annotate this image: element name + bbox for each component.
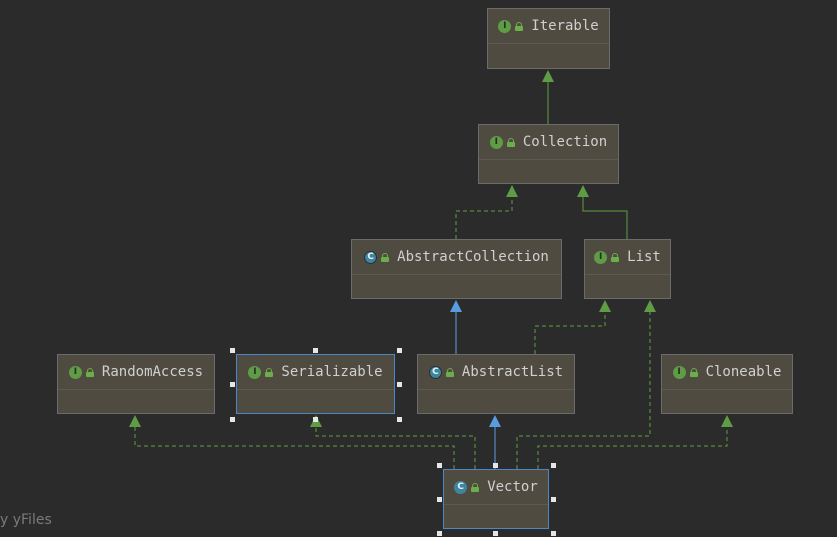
public-lock-icon — [689, 368, 698, 377]
resize-handle[interactable] — [313, 417, 318, 422]
resize-handle[interactable] — [230, 348, 235, 353]
arrowhead — [506, 185, 518, 197]
resize-handle[interactable] — [437, 497, 442, 502]
arrowhead — [542, 70, 554, 82]
class-icon: C — [454, 480, 468, 494]
edge-abstractlist-implements-list[interactable] — [534, 300, 611, 354]
interface-icon: I — [68, 365, 82, 379]
public-lock-icon — [515, 22, 524, 31]
public-lock-icon — [471, 483, 480, 492]
yfiles-watermark: y yFiles — [0, 512, 52, 528]
edge-collection-extends-iterable[interactable] — [542, 70, 554, 124]
interface-icon: I — [594, 250, 608, 264]
resize-handle[interactable] — [313, 348, 318, 353]
edge-list-extends-collection[interactable] — [577, 185, 628, 239]
arrowhead — [577, 185, 589, 197]
node-list[interactable]: I List — [584, 239, 671, 299]
interface-icon: I — [489, 135, 503, 149]
resize-handle[interactable] — [493, 531, 498, 536]
node-vector[interactable]: C Vector — [443, 469, 549, 529]
node-serializable[interactable]: I Serializable — [236, 354, 395, 414]
abstract-class-icon: C — [428, 365, 442, 379]
arrowhead — [129, 415, 141, 427]
edge-vector-implements-serializable[interactable] — [310, 415, 476, 469]
arrowhead — [721, 415, 733, 427]
node-iterable[interactable]: I Iterable — [487, 8, 610, 69]
arrowhead — [644, 300, 656, 312]
node-abstract-collection[interactable]: C AbstractCollection — [351, 239, 562, 299]
public-lock-icon — [611, 253, 620, 262]
resize-handle[interactable] — [397, 417, 402, 422]
public-lock-icon — [445, 368, 454, 377]
public-lock-icon — [85, 368, 94, 377]
public-lock-icon — [381, 253, 390, 262]
edge-vector-implements-list[interactable] — [516, 300, 656, 469]
node-label: AbstractCollection — [397, 249, 549, 265]
arrowhead — [599, 300, 611, 312]
arrowhead — [489, 415, 501, 427]
resize-handle[interactable] — [437, 531, 442, 536]
abstract-class-icon: C — [364, 250, 378, 264]
arrowhead — [450, 300, 462, 312]
node-label: Vector — [487, 479, 538, 495]
interface-icon: I — [672, 365, 686, 379]
resize-handle[interactable] — [437, 463, 442, 468]
resize-handle[interactable] — [397, 348, 402, 353]
node-abstract-list[interactable]: C AbstractList — [417, 354, 575, 414]
node-label: AbstractList — [461, 364, 564, 380]
edge-abstractlist-extends-abstractcollection[interactable] — [450, 300, 462, 354]
resize-handle[interactable] — [230, 417, 235, 422]
interface-icon: I — [498, 19, 512, 33]
resize-handle[interactable] — [493, 463, 498, 468]
node-random-access[interactable]: I RandomAccess — [57, 354, 215, 414]
node-collection[interactable]: I Collection — [478, 124, 619, 184]
edge-vector-extends-abstractlist[interactable] — [489, 415, 501, 469]
public-lock-icon — [506, 138, 515, 147]
node-label: Serializable — [281, 364, 383, 380]
resize-handle[interactable] — [551, 497, 556, 502]
edge-vector-implements-randomaccess[interactable] — [129, 415, 455, 469]
resize-handle[interactable] — [551, 531, 556, 536]
node-label: Cloneable — [705, 364, 782, 380]
node-label: List — [627, 249, 661, 265]
resize-handle[interactable] — [230, 382, 235, 387]
resize-handle[interactable] — [551, 463, 556, 468]
node-cloneable[interactable]: I Cloneable — [661, 354, 793, 414]
node-label: RandomAccess — [101, 364, 204, 380]
node-label: Iterable — [531, 18, 599, 34]
public-lock-icon — [265, 368, 274, 377]
node-label: Collection — [522, 134, 608, 150]
interface-icon: I — [248, 365, 262, 379]
resize-handle[interactable] — [397, 382, 402, 387]
edge-abstractcollection-implements-collection[interactable] — [455, 185, 518, 239]
edge-vector-implements-cloneable[interactable] — [537, 415, 733, 469]
